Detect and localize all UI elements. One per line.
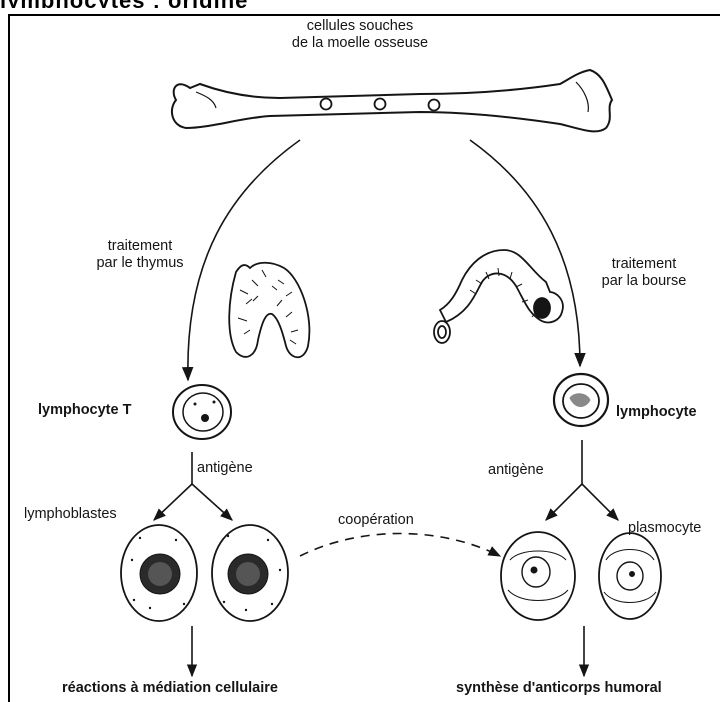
bursa-label-line1: traitement <box>578 256 710 273</box>
stem-cells-label-line2: de la moelle osseuse <box>270 35 450 52</box>
thymus-label: traitement par le thymus <box>80 238 200 272</box>
thymus-label-line2: par le thymus <box>80 255 200 272</box>
cellular-reactions-label: réactions à médiation cellulaire <box>62 680 278 697</box>
thymus-label-line1: traitement <box>80 238 200 255</box>
bursa-label-line2: par la bourse <box>578 273 710 290</box>
bursa-label: traitement par la bourse <box>578 256 710 290</box>
right-fork <box>546 440 618 520</box>
cooperation-arrow <box>300 534 500 557</box>
plasmocyte-left <box>501 532 575 620</box>
antibody-synthesis-label: synthèse d'anticorps humoral <box>456 680 662 697</box>
antigen-right-label: antigène <box>488 462 544 479</box>
cooperation-label: coopération <box>338 512 414 529</box>
lymphoblast-right <box>212 525 288 621</box>
lymphocyte-b-label: lymphocyte <box>616 404 697 421</box>
antigen-left-label: antigène <box>197 460 253 477</box>
lymphoblasts-label: lymphoblastes <box>24 506 117 523</box>
lymphocyte-t-cell <box>173 385 231 439</box>
stem-cells-label: cellules souches de la moelle osseuse <box>270 18 450 52</box>
lymphocyte-b-cell <box>554 374 608 426</box>
stem-cells-label-line1: cellules souches <box>270 18 450 35</box>
lymphoblast-left <box>121 525 197 621</box>
lymphocyte-t-label: lymphocyte T <box>38 402 131 419</box>
plasmocytes-label: plasmocyte <box>628 520 701 537</box>
bone-drawing <box>172 70 612 131</box>
plasmocyte-right <box>599 533 661 619</box>
bursa-drawing <box>434 250 563 343</box>
thymus-drawing <box>229 263 309 358</box>
